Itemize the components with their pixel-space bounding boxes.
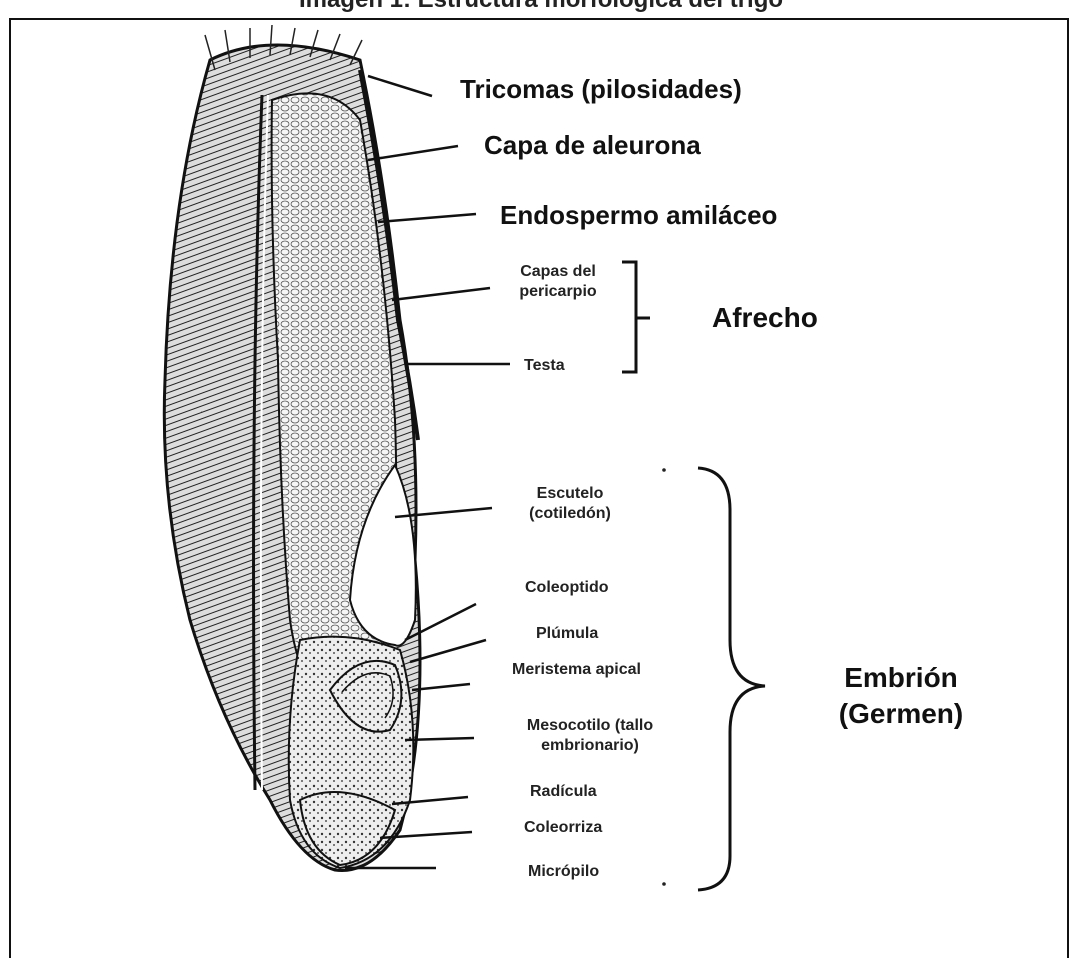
label-aleurona: Capa de aleurona — [484, 130, 701, 161]
label-capas-pericarpio: Capas del pericarpio — [496, 262, 620, 302]
label-plumula: Plúmula — [536, 624, 598, 644]
leader-endospermo — [378, 214, 476, 222]
label-embrion: Embrión (Germen) — [806, 660, 996, 732]
label-meristema: Meristema apical — [512, 660, 641, 680]
leader-tricomas — [368, 76, 432, 96]
label-mesocotilo: Mesocotilo (tallo embrionario) — [490, 716, 690, 756]
label-escutelo: Escutelo (cotiledón) — [510, 484, 630, 524]
label-afrecho: Afrecho — [712, 302, 818, 334]
label-coleorriza: Coleorriza — [524, 818, 602, 838]
afrecho-bracket — [622, 262, 650, 372]
label-tricomas: Tricomas (pilosidades) — [460, 74, 742, 105]
embrion-brace — [698, 468, 765, 890]
label-micropilo: Micrópilo — [528, 862, 599, 882]
label-testa: Testa — [524, 356, 565, 376]
label-radicula: Radícula — [530, 782, 597, 802]
label-coleoptido: Coleoptido — [525, 578, 609, 598]
leader-pericarpio — [392, 288, 490, 300]
leader-aleurona — [368, 146, 458, 160]
label-endospermo: Endospermo amiláceo — [500, 200, 777, 231]
